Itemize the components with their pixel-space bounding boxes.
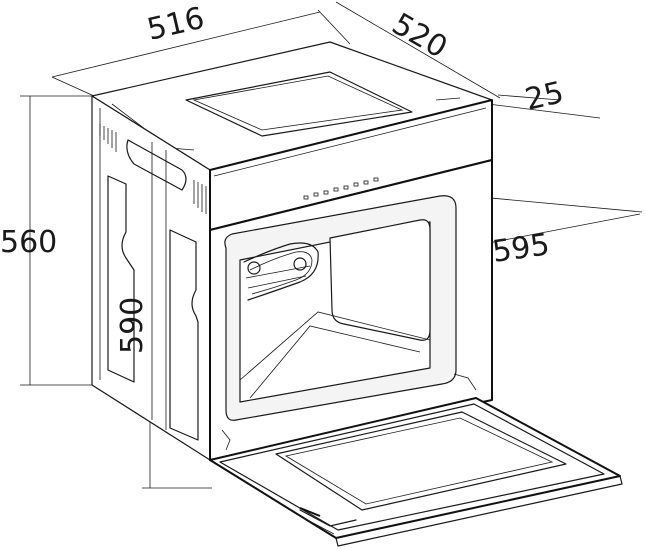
door-latch [299, 507, 321, 517]
oven-back-wall [329, 219, 431, 341]
door-edge [335, 475, 623, 547]
dim-line-25 [487, 103, 601, 119]
control-button [303, 195, 309, 200]
door-handle [299, 509, 357, 527]
element-terminal-icon [293, 257, 307, 271]
ext-line-25 [497, 94, 561, 101]
side-cutout-right [169, 229, 199, 441]
top-rail-right [435, 97, 461, 101]
hinge-left [221, 429, 231, 451]
vent-slots-right [193, 180, 207, 214]
side-cutout-left [107, 175, 135, 383]
label-panel-25: 25 [522, 75, 567, 118]
control-button [343, 185, 349, 190]
top-recess-panel [185, 71, 413, 137]
control-button [353, 182, 359, 187]
heating-element [243, 242, 319, 301]
dim-line-520 [335, 1, 501, 99]
control-button [373, 177, 379, 182]
ext-line-516-b [317, 9, 351, 45]
hinge-right [453, 373, 477, 391]
top-recess-inner [192, 75, 404, 131]
control-button [323, 190, 329, 195]
label-front-height-590: 590 [115, 297, 150, 354]
label-width-595: 595 [490, 227, 552, 270]
ext-line-516-a [51, 76, 95, 97]
label-depth-516: 516 [144, 1, 208, 48]
oven-body [91, 41, 493, 461]
side-handle-slot [126, 139, 187, 191]
vent-slots-left [99, 124, 117, 152]
door-glass-inner [284, 417, 554, 505]
control-panel-inner-line [213, 107, 487, 177]
door-glass [275, 411, 567, 511]
control-button [363, 180, 369, 185]
dim-line-516 [51, 11, 321, 78]
oven-floor-line [239, 311, 431, 381]
control-button [333, 187, 339, 192]
label-height-560: 560 [0, 225, 57, 260]
label-depth-520: 520 [386, 7, 453, 66]
door-frame [219, 403, 605, 531]
oven-door [209, 397, 623, 547]
door-handle-grip [295, 513, 335, 535]
control-button [313, 192, 319, 197]
oven-floor-line-2 [249, 325, 421, 399]
element-terminal-icon [247, 261, 261, 275]
control-buttons [303, 177, 379, 200]
